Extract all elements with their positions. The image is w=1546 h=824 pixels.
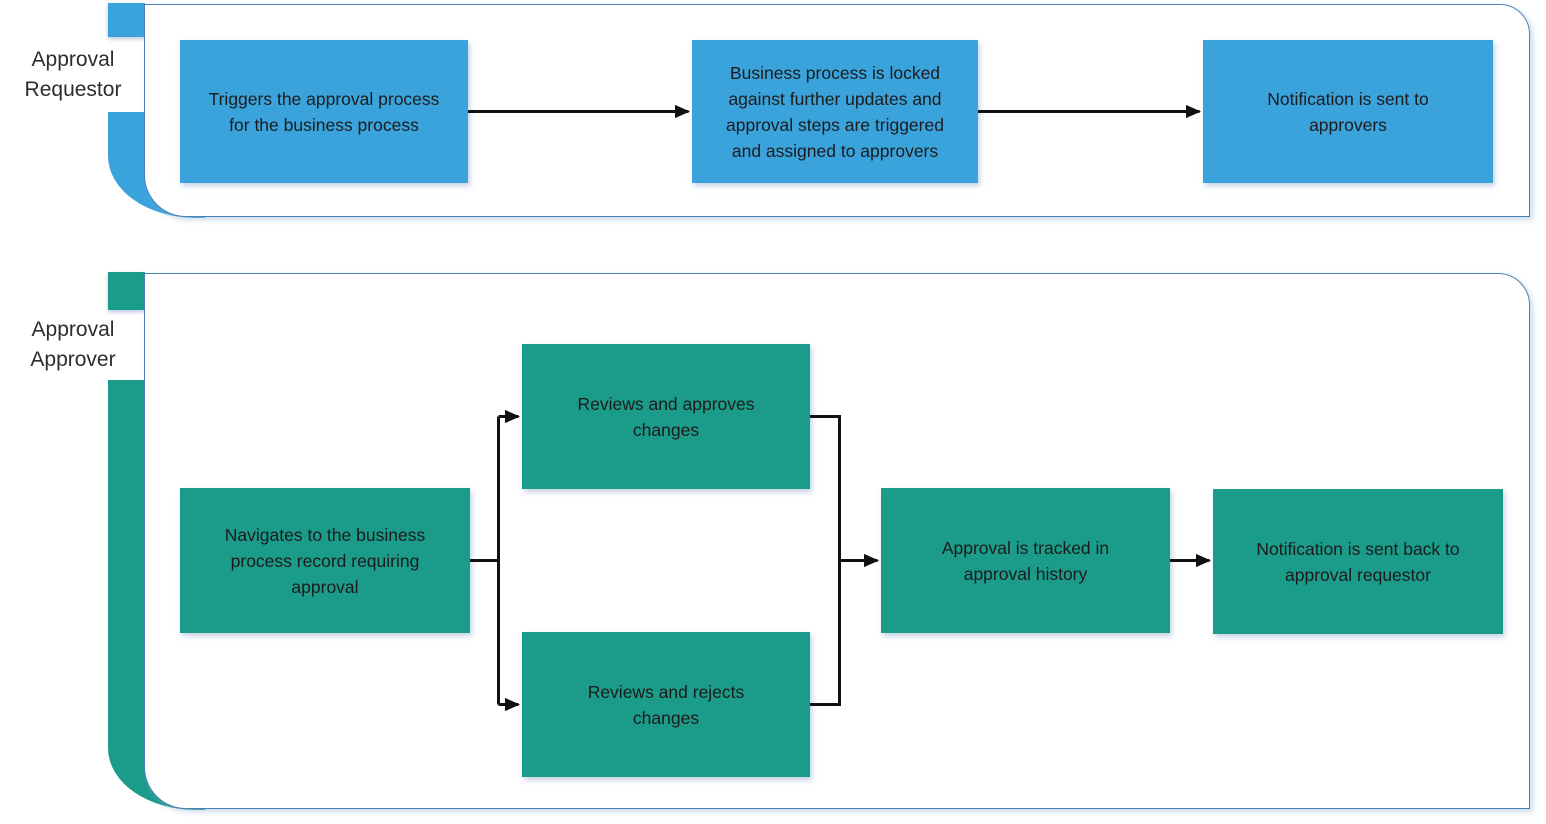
node-reviews-rejects: Reviews and rejects changes bbox=[522, 632, 810, 777]
node-approval-tracked: Approval is tracked in approval history bbox=[881, 488, 1170, 633]
node-process-locked: Business process is locked against furth… bbox=[692, 40, 978, 183]
requestor-lane-label: Approval Requestor bbox=[24, 48, 122, 101]
node-notification-to-requestor: Notification is sent back to approval re… bbox=[1213, 489, 1503, 634]
requestor-lane-tab-top bbox=[108, 3, 145, 37]
node-reviews-approves: Reviews and approves changes bbox=[522, 344, 810, 489]
approver-lane-label: Approval Approver bbox=[30, 318, 116, 371]
node-navigates-record: Navigates to the business process record… bbox=[180, 488, 470, 633]
node-triggers-approval: Triggers the approval process for the bu… bbox=[180, 40, 468, 183]
node-notification-to-approvers: Notification is sent to approvers bbox=[1203, 40, 1493, 183]
approver-lane-tab-top bbox=[108, 272, 145, 310]
